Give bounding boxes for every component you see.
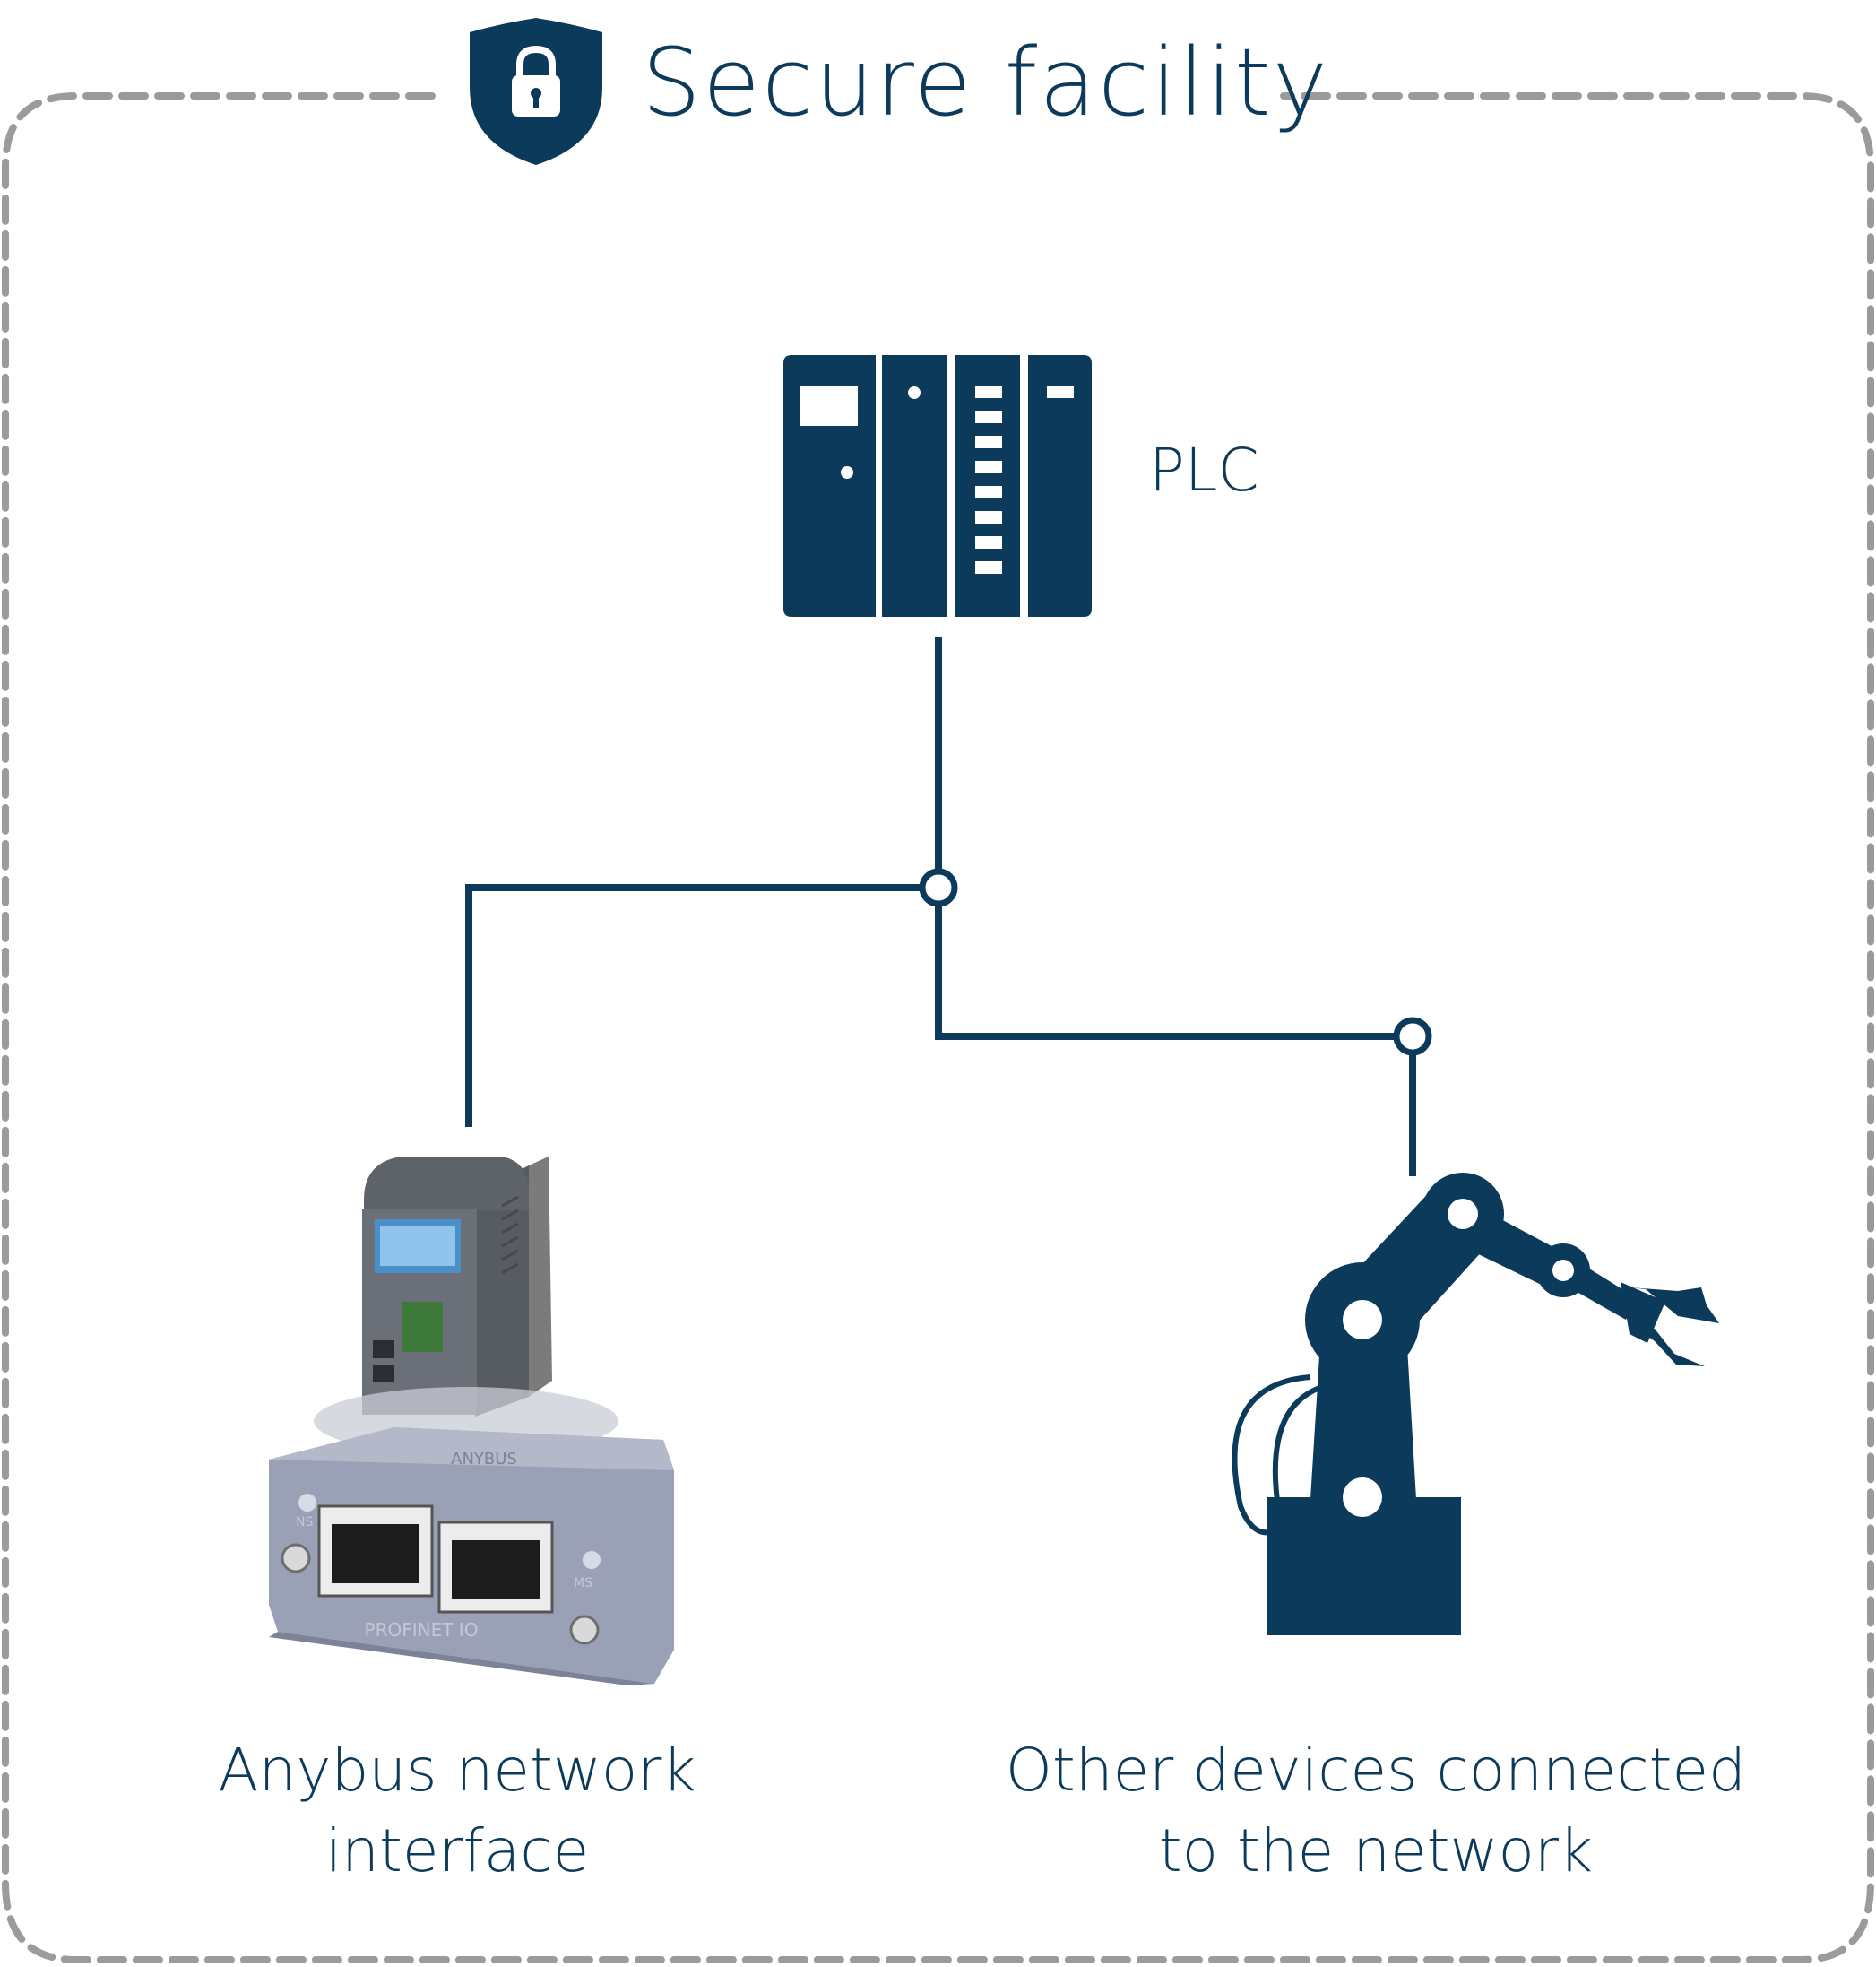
anybus-module-text: PROFINET IO	[365, 1619, 479, 1641]
other-devices-label-line1: Other devices connected	[1005, 1736, 1747, 1805]
anybus-hardware-image: ANYBUS PROFINET IO NS MS	[269, 1157, 674, 1685]
plc-rack-details	[800, 386, 1074, 574]
anybus-label: Anybus network interface	[188, 1730, 726, 1892]
facility-title: Secure facility	[642, 28, 1330, 137]
network-lines	[465, 637, 1416, 1176]
other-devices-label: Other devices connected to the network	[977, 1730, 1775, 1892]
anybus-port-label-ms: MS	[574, 1576, 592, 1590]
anybus-label-line2: interface	[324, 1816, 590, 1885]
svg-text:ANYBUS: ANYBUS	[451, 1450, 517, 1469]
network-junction-node	[1393, 1017, 1432, 1056]
anybus-label-line1: Anybus network	[218, 1736, 696, 1805]
facility-border	[2, 92, 1874, 1963]
robot-arm-icon	[1232, 1173, 1719, 1635]
network-junction-node	[919, 868, 958, 907]
lock-shield-icon	[470, 18, 602, 165]
plc-label: PLC	[1149, 436, 1259, 505]
other-devices-label-line2: to the network	[1158, 1816, 1594, 1885]
anybus-port-label-ns: NS	[296, 1515, 313, 1529]
